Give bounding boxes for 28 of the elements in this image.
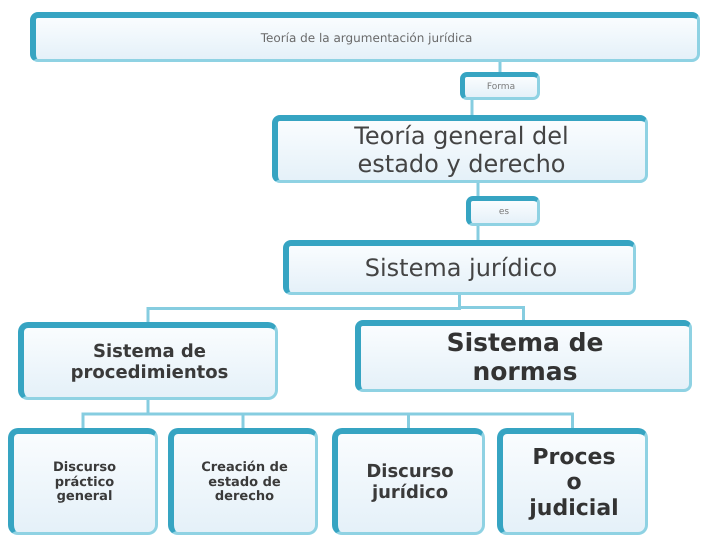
node-label: Sistema de normas: [446, 328, 604, 386]
connector-line: [498, 62, 502, 72]
speech-bubble: [466, 196, 540, 226]
heading-box: [30, 12, 700, 62]
node-label: Discurso jurídico: [365, 462, 455, 504]
concept-box: [272, 115, 648, 183]
node-label: Proces o judicial: [528, 445, 620, 521]
connector-line: [476, 183, 480, 196]
node-label: Teoría de la argumentación jurídica: [260, 32, 472, 46]
concept-box: [8, 428, 158, 535]
connector-line: [458, 295, 525, 320]
speech-bubble: [460, 72, 540, 100]
node-label: Discurso práctico general: [52, 460, 118, 506]
concept-box: [168, 428, 318, 535]
connector-line: [470, 100, 474, 115]
node-label: Sistema de procedimientos: [70, 342, 230, 384]
connector-line: [146, 400, 574, 428]
connector-line: [476, 226, 480, 240]
concept-box: [283, 240, 636, 295]
node-label: Forma: [486, 82, 516, 92]
node-label: Teoría general del estado y derecho: [353, 122, 570, 178]
concept-box: [332, 428, 485, 535]
node-label: Sistema jurídico: [364, 255, 558, 283]
node-label: Creación de estado de derecho: [200, 460, 289, 506]
concept-box: [18, 322, 278, 400]
concept-box: [497, 428, 648, 535]
concept-box: [355, 320, 692, 392]
node-label: es: [498, 206, 510, 218]
